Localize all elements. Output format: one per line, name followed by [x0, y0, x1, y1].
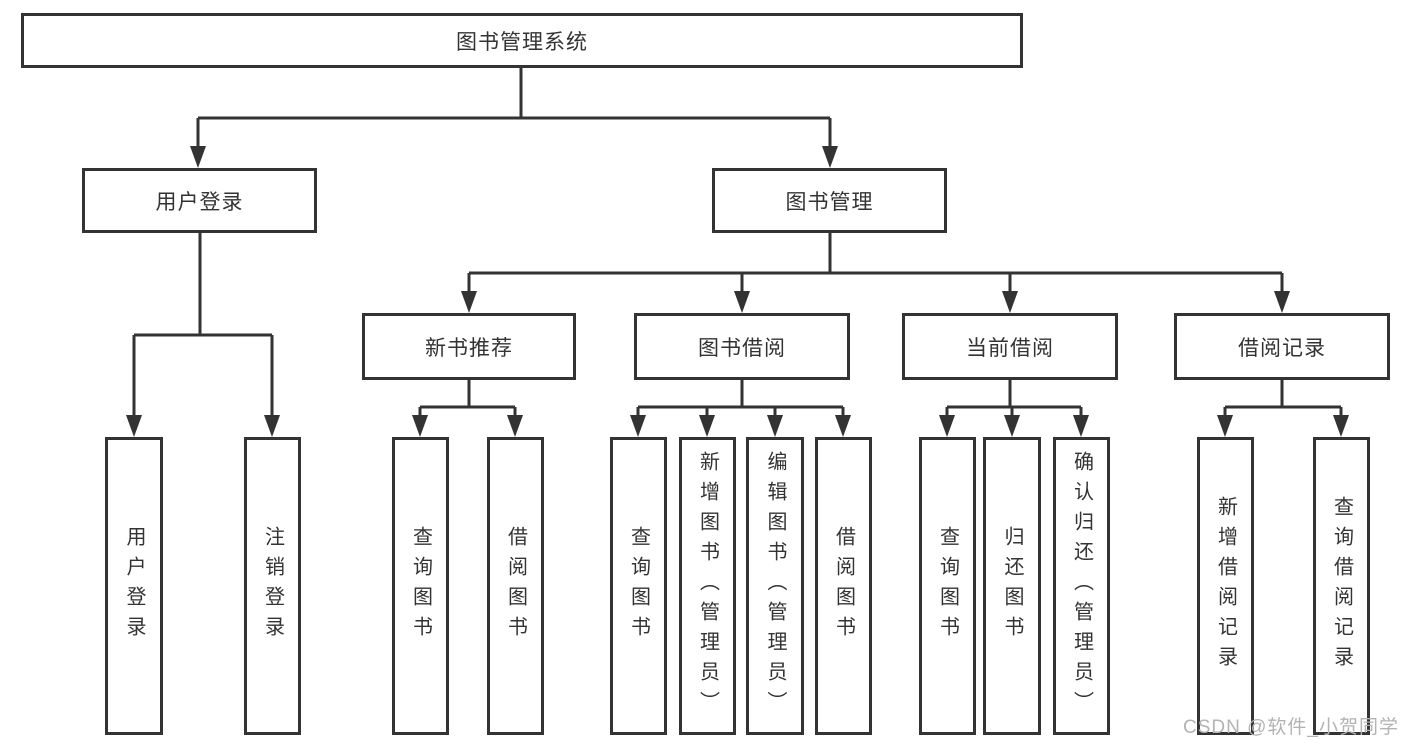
leaf-query-borrow-record: 查询借阅记录 [1313, 437, 1370, 735]
node-book-management: 图书管理 [712, 168, 947, 233]
leaf-query-books-borrow: 查询图书 [610, 437, 667, 735]
leaf-user-login-label: 用户登录 [123, 526, 145, 646]
leaf-borrow-books-label: 借阅图书 [832, 526, 855, 646]
leaf-add-book-admin: 新增图书（管理员） [679, 437, 736, 735]
leaf-query-books-recommend: 查询图书 [392, 437, 449, 735]
node-user-login: 用户登录 [82, 168, 317, 233]
leaf-return-books: 归还图书 [983, 437, 1041, 735]
leaf-logout-label: 注销登录 [261, 526, 284, 646]
leaf-add-book-admin-label: 新增图书（管理员） [696, 451, 719, 721]
leaf-borrow-books-recommend-label: 借阅图书 [504, 526, 527, 646]
leaf-query-books-recommend-label: 查询图书 [409, 526, 432, 646]
leaf-borrow-books-recommend: 借阅图书 [487, 437, 544, 735]
leaf-logout: 注销登录 [244, 437, 301, 735]
leaf-add-borrow-record: 新增借阅记录 [1197, 437, 1254, 735]
leaf-query-books-current: 查询图书 [919, 437, 976, 735]
node-root: 图书管理系统 [21, 13, 1023, 68]
csdn-watermark: CSDN @软件_小贺同学 [1183, 717, 1399, 738]
node-new-book-recommend: 新书推荐 [362, 313, 576, 380]
leaf-edit-book-admin: 编辑图书（管理员） [746, 437, 804, 735]
leaf-edit-book-admin-label: 编辑图书（管理员） [764, 451, 786, 721]
node-current-borrow: 当前借阅 [902, 313, 1118, 380]
leaf-borrow-books: 借阅图书 [815, 437, 872, 735]
leaf-confirm-return-admin: 确认归还（管理员） [1053, 437, 1110, 735]
arrowheads [126, 146, 1349, 437]
leaf-query-books-current-label: 查询图书 [936, 526, 959, 646]
leaf-user-login: 用户登录 [105, 437, 163, 735]
leaf-confirm-return-admin-label: 确认归还（管理员） [1070, 451, 1093, 721]
leaf-query-borrow-record-label: 查询借阅记录 [1330, 496, 1353, 676]
leaf-return-books-label: 归还图书 [1001, 526, 1023, 646]
leaf-query-books-borrow-label: 查询图书 [627, 526, 650, 646]
node-book-borrow: 图书借阅 [634, 313, 850, 380]
node-borrow-records: 借阅记录 [1174, 313, 1390, 380]
leaf-add-borrow-record-label: 新增借阅记录 [1214, 496, 1237, 676]
